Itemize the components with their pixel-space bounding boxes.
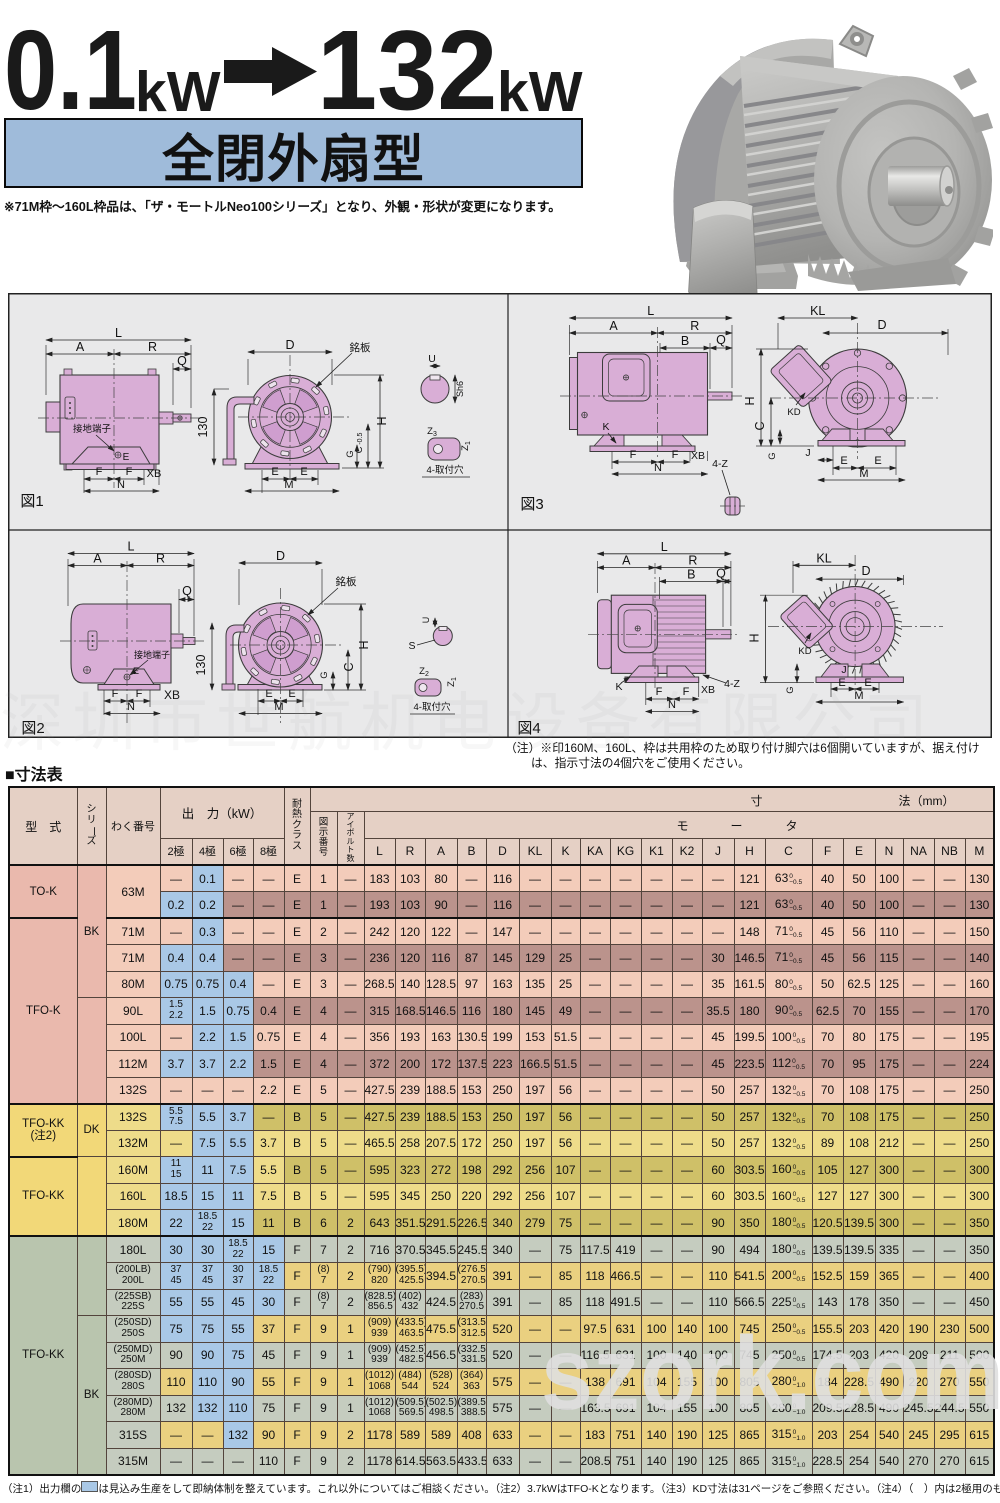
svg-text:XB: XB bbox=[147, 468, 162, 480]
svg-text:KL: KL bbox=[816, 551, 831, 565]
svg-text:E: E bbox=[271, 466, 278, 478]
svg-text:N: N bbox=[127, 701, 135, 713]
svg-text:R: R bbox=[156, 552, 165, 566]
svg-text:G: G bbox=[319, 671, 330, 678]
svg-text:図1: 図1 bbox=[20, 493, 43, 510]
svg-text:Z3: Z3 bbox=[427, 426, 437, 438]
svg-text:図3: 図3 bbox=[520, 496, 543, 513]
svg-text:Q: Q bbox=[716, 333, 726, 347]
svg-text:H: H bbox=[375, 416, 389, 425]
svg-text:K: K bbox=[615, 681, 622, 693]
svg-text:F: F bbox=[136, 688, 143, 700]
svg-text:E: E bbox=[874, 455, 881, 467]
svg-text:H: H bbox=[743, 396, 757, 405]
svg-text:B: B bbox=[681, 334, 689, 348]
svg-text:G: G bbox=[345, 450, 356, 457]
svg-text:F: F bbox=[656, 686, 663, 698]
svg-text:図4: 図4 bbox=[517, 720, 540, 737]
svg-text:Sh6: Sh6 bbox=[455, 381, 465, 397]
svg-text:図2: 図2 bbox=[21, 720, 44, 737]
svg-text:M: M bbox=[284, 479, 293, 491]
svg-text:XB: XB bbox=[701, 684, 715, 696]
svg-text:J: J bbox=[841, 664, 846, 676]
svg-text:4-取付穴: 4-取付穴 bbox=[427, 464, 464, 476]
svg-text:KL: KL bbox=[810, 304, 825, 318]
svg-text:A: A bbox=[93, 552, 102, 566]
svg-text:J: J bbox=[805, 447, 810, 459]
svg-text:A: A bbox=[76, 340, 85, 354]
svg-text:K: K bbox=[602, 421, 609, 433]
svg-text:H: H bbox=[357, 640, 371, 649]
svg-text:M: M bbox=[854, 690, 863, 702]
svg-text:F: F bbox=[126, 466, 133, 478]
svg-text:Z1: Z1 bbox=[460, 441, 472, 451]
svg-text:L: L bbox=[128, 540, 135, 554]
svg-text:F: F bbox=[630, 449, 637, 461]
svg-text:C: C bbox=[342, 662, 356, 671]
svg-text:L: L bbox=[647, 304, 654, 318]
svg-text:E: E bbox=[840, 455, 847, 467]
svg-text:接地端子: 接地端子 bbox=[73, 423, 112, 435]
svg-text:G: G bbox=[785, 686, 796, 693]
svg-text:N: N bbox=[654, 462, 662, 474]
svg-text:M: M bbox=[274, 701, 283, 713]
svg-text:F: F bbox=[683, 686, 690, 698]
svg-text:E: E bbox=[864, 677, 871, 689]
svg-text:E: E bbox=[300, 466, 307, 478]
svg-text:U: U bbox=[421, 617, 431, 624]
svg-text:C: C bbox=[753, 421, 767, 430]
svg-text:F: F bbox=[672, 449, 679, 461]
svg-text:XB: XB bbox=[691, 450, 705, 462]
svg-text:Z1: Z1 bbox=[446, 677, 458, 687]
svg-text:U: U bbox=[428, 353, 436, 365]
svg-text:M: M bbox=[859, 468, 868, 480]
svg-text:接地端子: 接地端子 bbox=[134, 649, 170, 660]
svg-text:D: D bbox=[861, 564, 870, 578]
svg-text:E: E bbox=[265, 688, 272, 700]
svg-text:E: E bbox=[288, 688, 295, 700]
svg-text:N: N bbox=[668, 699, 676, 711]
svg-text:G: G bbox=[767, 452, 778, 459]
svg-text:A: A bbox=[622, 554, 631, 568]
svg-text:KD: KD bbox=[787, 407, 800, 418]
svg-text:Q: Q bbox=[716, 567, 726, 581]
svg-text:Z2: Z2 bbox=[419, 666, 429, 678]
svg-text:130: 130 bbox=[196, 417, 210, 438]
svg-text:E: E bbox=[838, 677, 845, 689]
svg-text:F: F bbox=[112, 688, 119, 700]
svg-text:L: L bbox=[661, 540, 668, 554]
svg-text:4-Z: 4-Z bbox=[724, 678, 740, 690]
svg-text:D: D bbox=[285, 338, 294, 352]
svg-text:F: F bbox=[96, 466, 103, 478]
svg-text:Q: Q bbox=[177, 354, 187, 368]
svg-text:N: N bbox=[117, 479, 125, 491]
svg-text:4-取付穴: 4-取付穴 bbox=[414, 701, 451, 713]
svg-text:A: A bbox=[609, 319, 618, 333]
svg-text:銘板: 銘板 bbox=[336, 575, 357, 588]
svg-text:R: R bbox=[148, 340, 157, 354]
svg-text:XB: XB bbox=[164, 688, 180, 702]
svg-text:4-Z: 4-Z bbox=[712, 458, 728, 470]
svg-text:D: D bbox=[877, 318, 886, 332]
svg-text:E: E bbox=[133, 666, 139, 676]
svg-text:D: D bbox=[276, 549, 285, 563]
svg-text:H: H bbox=[748, 633, 762, 642]
svg-text:Q: Q bbox=[182, 584, 192, 598]
svg-text:130: 130 bbox=[194, 655, 208, 676]
svg-text:C -0.5: C -0.5 bbox=[354, 432, 365, 453]
svg-text:L: L bbox=[115, 326, 122, 340]
svg-text:B: B bbox=[687, 567, 695, 581]
svg-text:R: R bbox=[688, 554, 697, 568]
svg-text:KD: KD bbox=[798, 646, 811, 657]
svg-text:S: S bbox=[408, 640, 415, 652]
svg-text:E: E bbox=[123, 452, 130, 463]
svg-text:R: R bbox=[690, 319, 699, 333]
svg-text:銘板: 銘板 bbox=[350, 341, 371, 354]
